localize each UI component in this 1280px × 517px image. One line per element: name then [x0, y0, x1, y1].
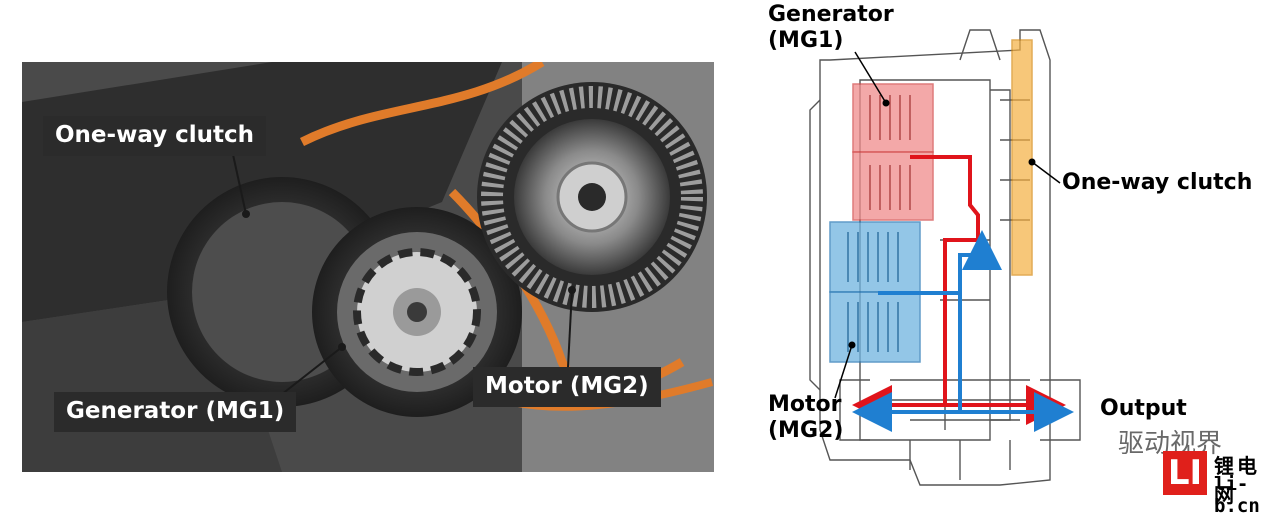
- label-one-way-clutch-diagram: One-way clutch: [1062, 170, 1253, 195]
- powertrain-photo: [22, 62, 714, 472]
- label-one-way-clutch-photo: One-way clutch: [43, 116, 267, 156]
- label-motor-photo: Motor (MG2): [473, 367, 661, 407]
- label-generator-photo: Generator (MG1): [54, 392, 297, 432]
- one-way-clutch-bar: [1011, 39, 1033, 276]
- label-generator-diagram: Generator (MG1): [768, 2, 894, 53]
- cross-section-diagram: [809, 29, 1081, 486]
- label-output-diagram: Output: [1100, 396, 1187, 421]
- site-logo: LI: [1163, 451, 1207, 495]
- site-url: li-b.cn: [1214, 473, 1260, 517]
- blue-power-path: [878, 230, 1002, 295]
- photo-illustration: [22, 62, 714, 472]
- red-power-path: [910, 155, 980, 405]
- generator-lower-box: [852, 151, 934, 221]
- generator-upper-box: [852, 83, 934, 153]
- label-motor-diagram: Motor (MG2): [768, 392, 844, 443]
- motor-lower-box: [829, 291, 921, 363]
- motor-upper-box: [829, 221, 921, 293]
